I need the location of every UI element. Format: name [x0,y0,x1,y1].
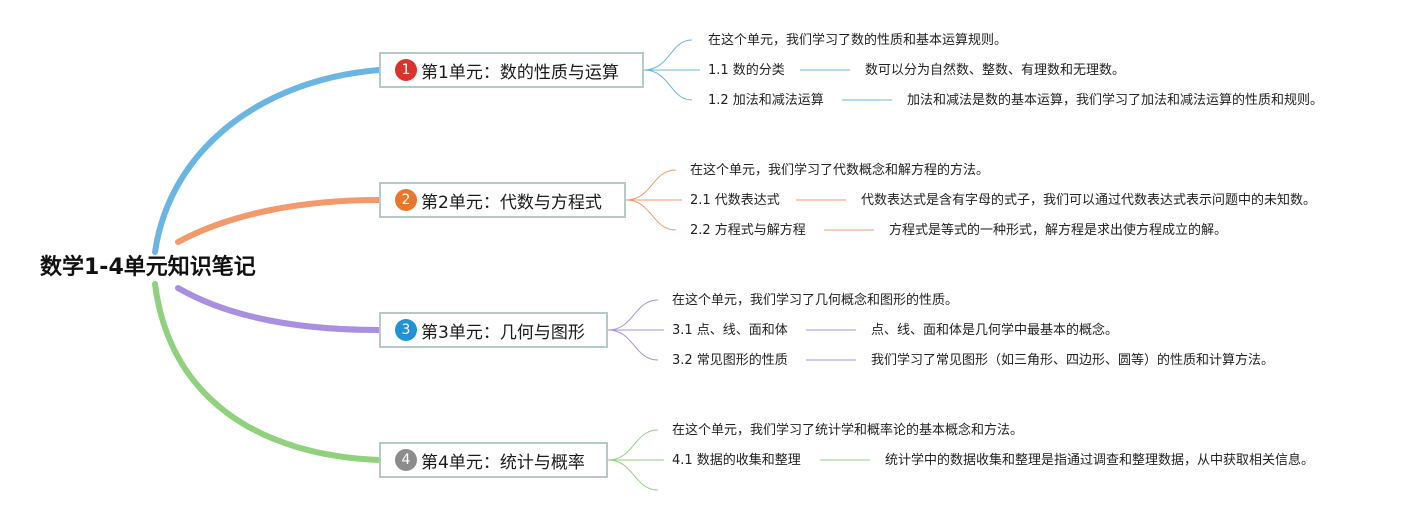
branch-title: 第4单元：统计与概率 [421,452,585,473]
topic-label[interactable]: 1.2 加法和减法运算 [708,93,824,108]
branch-title: 第2单元：代数与方程式 [421,192,602,213]
topic-note: 点、线、面和体是几何学中最基本的概念。 [871,323,1119,338]
branch-node-unit-2[interactable]: 2 第2单元：代数与方程式 [379,182,626,218]
branch-node-unit-3[interactable]: 3 第3单元：几何与图形 [379,312,608,348]
number-badge: 3 [395,319,417,341]
sub-connector [643,39,693,71]
topic-note: 加法和减法是数的基本运算，我们学习了加法和减法运算的性质和规则。 [907,93,1324,108]
number-badge: 1 [395,59,417,81]
branch-node-unit-1[interactable]: 1 第1单元：数的性质与运算 [379,52,644,88]
topic-label[interactable]: 3.1 点、线、面和体 [672,323,788,338]
number-badge: 4 [395,449,417,471]
topic-note: 数可以分为自然数、整数、有理数和无理数。 [865,63,1126,78]
sub-connector [625,199,677,231]
sub-connector [607,429,659,461]
topic-label[interactable]: 3.2 常见图形的性质 [672,353,788,368]
topic-note: 统计学中的数据收集和整理是指通过调查和整理数据，从中获取相关信息。 [885,453,1315,468]
sub-connector [607,329,659,361]
branch-connector-unit-3 [175,285,382,333]
unit-intro-note[interactable]: 在这个单元，我们学习了几何概念和图形的性质。 [672,293,959,308]
topic-note: 代数表达式是含有字母的式子，我们可以通过代数表达式表示问题中的未知数。 [861,193,1317,208]
topic-note: 方程式是等式的一种形式，解方程是求出使方程成立的解。 [889,223,1228,238]
branch-connector-unit-2 [175,197,382,245]
topic-label[interactable]: 1.1 数的分类 [708,63,785,78]
unit-intro-note[interactable]: 在这个单元，我们学习了统计学和概率论的基本概念和方法。 [672,423,1024,438]
unit-intro-note[interactable]: 在这个单元，我们学习了代数概念和解方程的方法。 [690,163,990,178]
branch-node-unit-4[interactable]: 4 第4单元：统计与概率 [379,442,608,478]
number-badge: 2 [395,189,417,211]
topic-note: 我们学习了常见图形（如三角形、四边形、圆等）的性质和计算方法。 [871,353,1275,368]
branch-connector-unit-4 [152,281,382,463]
sub-connector [643,69,693,101]
topic-label[interactable]: 4.1 数据的收集和整理 [672,453,801,468]
unit-intro-note[interactable]: 在这个单元，我们学习了数的性质和基本运算规则。 [708,33,1008,48]
topic-label[interactable]: 2.1 代数表达式 [690,193,780,208]
topic-label[interactable]: 2.2 方程式与解方程 [690,223,806,238]
sub-connector [625,169,677,201]
branch-title: 第1单元：数的性质与运算 [421,62,619,83]
branch-connector-unit-1 [152,67,382,255]
sub-connector [607,299,659,331]
branch-title: 第3单元：几何与图形 [421,322,585,343]
root-topic-title[interactable]: 数学1-4单元知识笔记 [40,255,256,280]
sub-connector [607,459,659,491]
